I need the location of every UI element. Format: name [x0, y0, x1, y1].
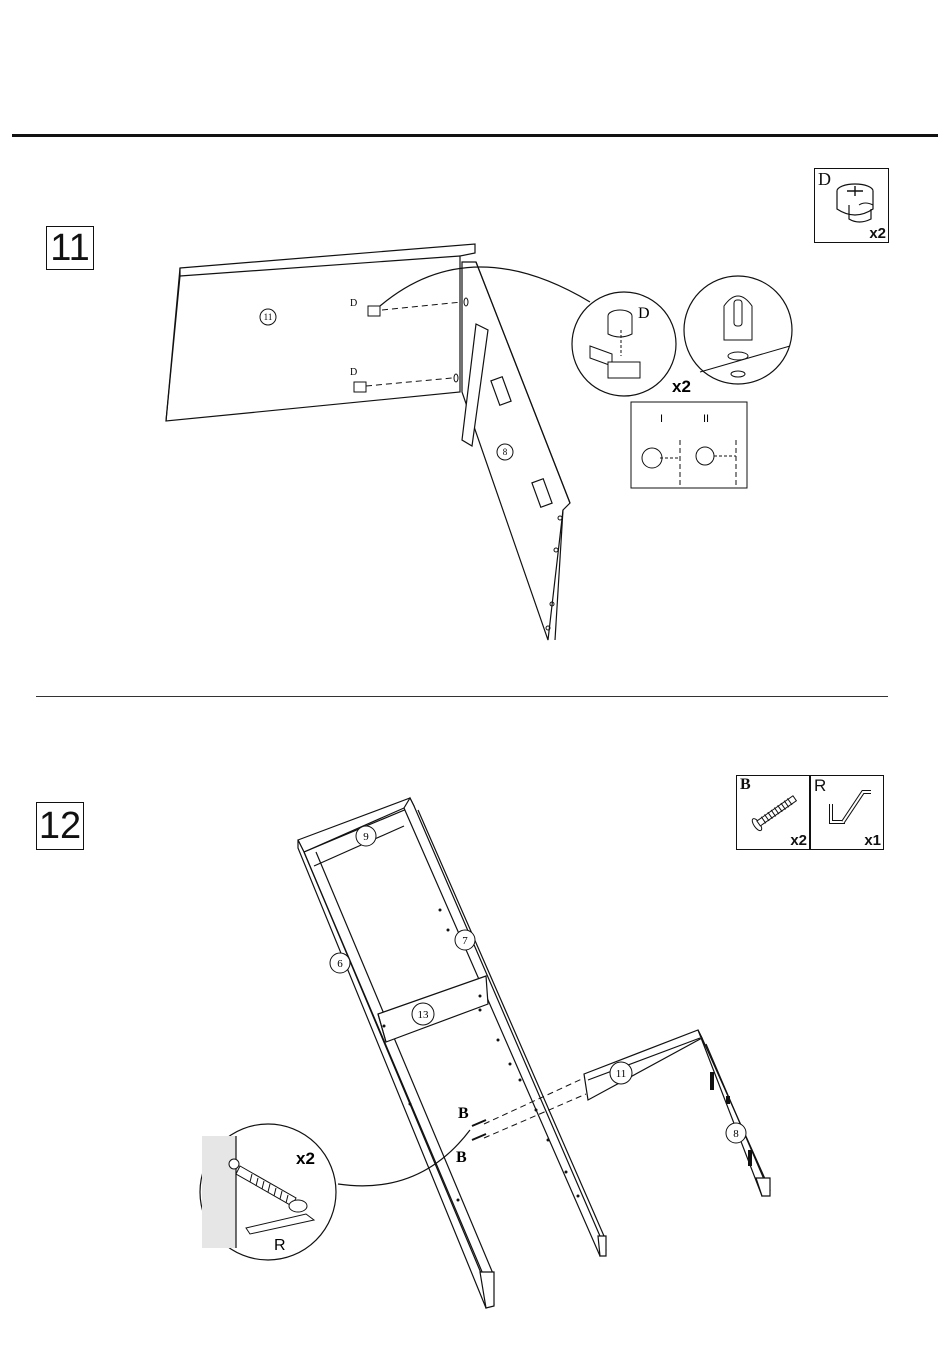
cam-lock-icon — [829, 179, 879, 227]
b-bottom-label: B — [456, 1149, 467, 1166]
b-top-label: B — [458, 1105, 469, 1122]
d-top-label: D — [350, 298, 357, 309]
zoom-d-label: D — [638, 305, 650, 322]
panel-11-shape — [166, 244, 475, 421]
panel-7-label: 7 — [462, 935, 468, 947]
screw-icon — [745, 790, 805, 834]
hex-key-icon — [823, 786, 877, 830]
panel-11-label-s12: 11 — [616, 1068, 627, 1080]
orientation-ii-label: II — [703, 413, 709, 425]
section-divider — [36, 696, 888, 697]
panel-8-label: 8 — [503, 447, 508, 457]
panel-6-label: 6 — [337, 958, 343, 970]
zoom-qty-label: x2 — [672, 377, 691, 396]
part-r-box: R x1 — [810, 775, 884, 850]
panel-13-label: 13 — [418, 1009, 430, 1021]
d-bottom-label: D — [350, 367, 357, 378]
panel-11-label: 11 — [264, 312, 273, 322]
header-rule — [12, 134, 938, 137]
part-b-box: B x2 — [736, 775, 810, 850]
step-12-number: 12 — [36, 802, 84, 850]
part-d-box: D x2 — [814, 168, 889, 243]
panel-8-shape — [462, 262, 570, 640]
part-b-qty: x2 — [790, 832, 807, 849]
part-d-qty: x2 — [869, 225, 886, 242]
panel-9-label: 9 — [363, 831, 369, 843]
orientation-i-label: I — [660, 413, 663, 425]
panel-8-label-s12: 8 — [733, 1128, 739, 1140]
zoom-tool-label: R — [274, 1237, 286, 1254]
zoom-qty-label-s12: x2 — [296, 1149, 315, 1168]
part-r-qty: x1 — [864, 832, 881, 849]
step-11-number: 11 — [46, 226, 94, 270]
